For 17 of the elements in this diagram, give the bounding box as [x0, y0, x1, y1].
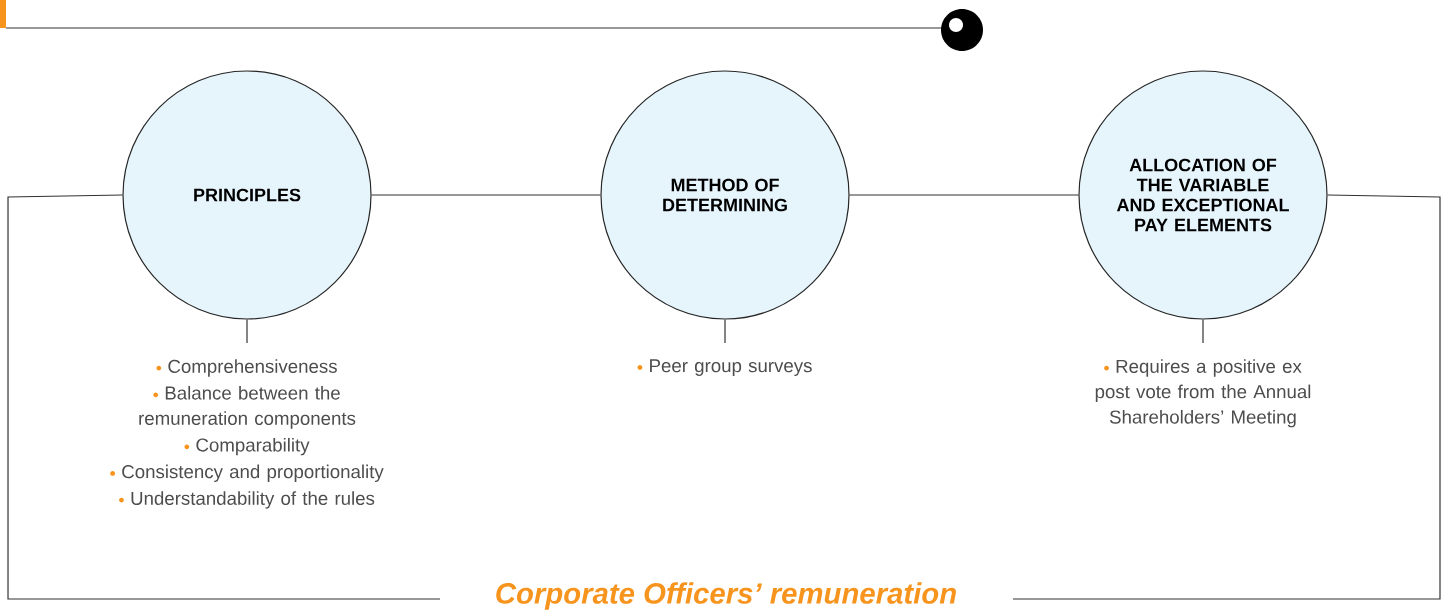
node-label: Comparability: [196, 437, 310, 456]
node-label: Consistency and proportionality: [122, 464, 384, 482]
bullet-list: Peer group surveys: [637, 359, 812, 376]
connector-line: [724, 319, 726, 344]
bullet-list: Requires a positive ex post vote from the Annual Shareholders’ Meeting: [1095, 359, 1311, 428]
circle-node: PRINCIPLES: [122, 70, 372, 320]
node-label: Balance between the remuneration components: [139, 385, 356, 429]
connector-line: [371, 194, 601, 196]
circle-node: METHOD OF DETERMINING: [600, 70, 850, 320]
connector-line: [1202, 319, 1204, 344]
title: Corporate Officers’ remuneration: [496, 582, 956, 610]
bullet-list: Comprehensiveness Balance between the remuneration components Comparability Consistency and proportionality Understandability of the rules: [110, 359, 384, 509]
node-label: Understandability of the rules: [131, 491, 375, 509]
connector-line: [246, 319, 248, 344]
circle-node: ALLOCATION OF THE VARIABLE AND EXCEPTIONAL PAY ELEMENTS: [1078, 70, 1328, 320]
node-label: Comprehensiveness: [168, 359, 337, 377]
connector-line: [849, 194, 1079, 196]
